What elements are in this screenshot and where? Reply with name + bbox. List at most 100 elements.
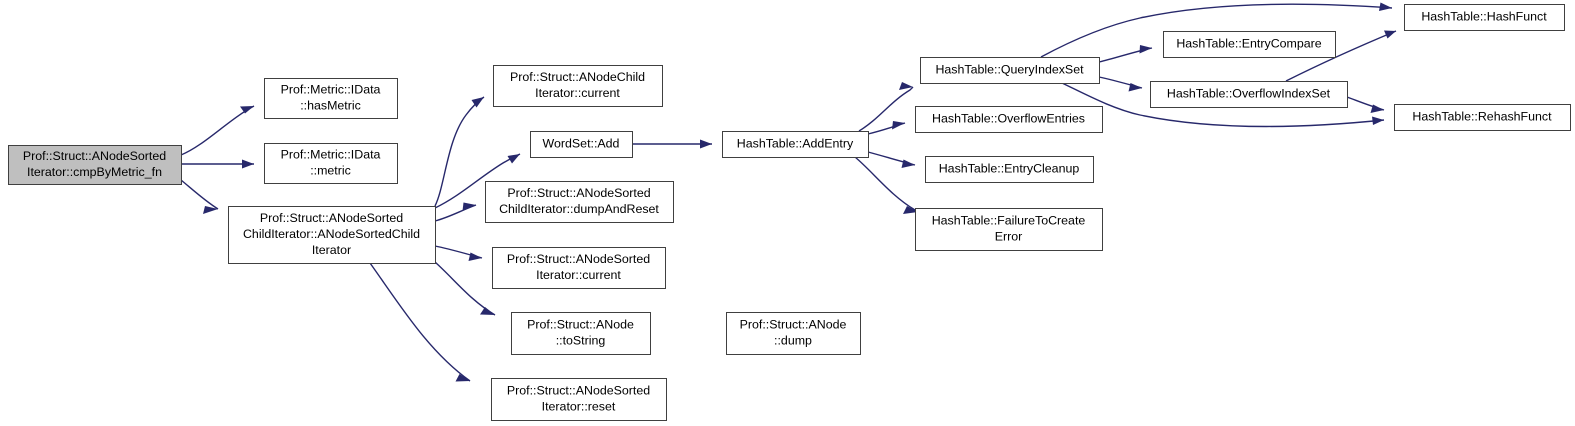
arrowhead-icon <box>455 374 470 382</box>
node-label-line: ChildIterator::dumpAndReset <box>499 202 659 216</box>
edge-QueryIndexSet-to-HashFunct <box>1040 3 1393 58</box>
node-label-line: ::toString <box>556 333 606 347</box>
arrowhead-icon <box>892 121 905 130</box>
edge-cmpByMetric_fn-to-hasMetric <box>180 105 255 156</box>
node-label-line: Prof::Struct::ANodeSorted <box>507 383 650 397</box>
arrowhead-icon <box>468 252 482 261</box>
node-box[interactable] <box>493 65 663 107</box>
node-label-line: HashTable::QueryIndexSet <box>935 62 1084 76</box>
node-box[interactable] <box>915 208 1103 251</box>
graph-node-OverflowIndexSet[interactable]: HashTable::OverflowIndexSet <box>1150 81 1348 108</box>
graph-node-ANodeSortedIterator_current[interactable]: Prof::Struct::ANodeSortedIterator::curre… <box>492 247 666 289</box>
node-label-line: Iterator::current <box>536 268 621 282</box>
node-label-line: Error <box>995 229 1023 243</box>
graph-node-dumpAndReset[interactable]: Prof::Struct::ANodeSortedChildIterator::… <box>485 181 674 223</box>
node-box[interactable] <box>530 131 633 158</box>
arrowhead-icon <box>471 97 484 108</box>
graph-node-ANodeChildIterator_current[interactable]: Prof::Struct::ANodeChildIterator::curren… <box>493 65 663 107</box>
edge-cmpByMetric_fn-to-ANodeSortedChildIterator <box>180 179 219 210</box>
node-label-line: HashTable::RehashFunct <box>1412 109 1552 123</box>
node-label-line: HashTable::FailureToCreate <box>932 213 1086 227</box>
arrowhead-icon <box>899 82 913 90</box>
graph-node-cmpByMetric_fn[interactable]: Prof::Struct::ANodeSortedIterator::cmpBy… <box>8 145 182 185</box>
node-label-line: HashTable::EntryCompare <box>1176 36 1321 50</box>
graph-node-AddEntry[interactable]: HashTable::AddEntry <box>722 131 869 158</box>
node-label-line: Iterator::reset <box>542 399 616 413</box>
node-label-line: HashTable::OverflowEntries <box>932 111 1085 125</box>
node-box[interactable] <box>264 78 398 119</box>
arrowhead-icon <box>901 159 915 168</box>
graph-node-HashFunct[interactable]: HashTable::HashFunct <box>1404 4 1565 31</box>
node-label-line: Iterator::cmpByMetric_fn <box>27 165 162 179</box>
nodes-layer: Prof::Struct::ANodeSortedIterator::cmpBy… <box>8 4 1571 421</box>
arrowhead-icon <box>1379 2 1392 11</box>
node-label-line: Prof::Struct::ANodeSorted <box>507 252 650 266</box>
node-box[interactable] <box>1150 81 1348 108</box>
graph-node-dump[interactable]: Prof::Struct::ANode::dump <box>726 312 861 355</box>
node-box[interactable] <box>228 206 436 264</box>
node-label-line: Prof::Struct::ANodeSorted <box>507 186 650 200</box>
node-box[interactable] <box>1394 104 1571 131</box>
graph-node-RehashFunct[interactable]: HashTable::RehashFunct <box>1394 104 1571 131</box>
graph-node-ANodeSortedChildIterator[interactable]: Prof::Struct::ANodeSortedChildIterator::… <box>228 206 436 264</box>
node-label-line: WordSet::Add <box>543 136 620 150</box>
graph-node-toString[interactable]: Prof::Struct::ANode::toString <box>511 312 651 355</box>
node-label-line: HashTable::AddEntry <box>737 136 854 150</box>
edge-QueryIndexSet-to-RehashFunct <box>1061 82 1385 128</box>
graph-node-hasMetric[interactable]: Prof::Metric::IData::hasMetric <box>264 78 398 119</box>
node-box[interactable] <box>722 131 869 158</box>
arrowhead-icon <box>1128 83 1142 92</box>
edges-layer <box>180 2 1397 382</box>
node-box[interactable] <box>8 145 182 185</box>
node-label-line: Prof::Struct::ANode <box>740 317 847 331</box>
node-box[interactable] <box>264 143 398 184</box>
graph-node-WordSet_Add[interactable]: WordSet::Add <box>530 131 633 158</box>
node-label-line: Prof::Metric::IData <box>281 147 381 161</box>
node-label-line: ::hasMetric <box>300 98 361 112</box>
node-label-line: HashTable::HashFunct <box>1421 9 1547 23</box>
node-label-line: Iterator::current <box>535 86 620 100</box>
node-label-line: HashTable::EntryCleanup <box>939 161 1080 175</box>
arrowhead-icon <box>480 307 495 315</box>
arrowhead-icon <box>240 106 254 114</box>
node-label-line: HashTable::OverflowIndexSet <box>1167 86 1331 100</box>
node-box[interactable] <box>511 312 651 355</box>
node-box[interactable] <box>1404 4 1565 31</box>
node-label-line: Prof::Metric::IData <box>281 82 381 96</box>
arrowhead-icon <box>507 154 520 164</box>
node-box[interactable] <box>1163 31 1336 58</box>
edge-AddEntry-to-QueryIndexSet <box>858 86 914 132</box>
node-label-line: Prof::Struct::ANode <box>527 317 634 331</box>
graph-node-EntryCleanup[interactable]: HashTable::EntryCleanup <box>925 156 1094 183</box>
node-box[interactable] <box>492 247 666 289</box>
node-label-line: Prof::Struct::ANodeSorted <box>23 149 166 163</box>
arrowhead-icon <box>203 206 218 214</box>
edge-ANodeSortedChildIterator-to-reset <box>369 262 471 382</box>
edge-ANodeSortedChildIterator-to-ANodeChildIterator_current <box>434 96 485 207</box>
node-label-line: ::dump <box>774 333 812 347</box>
node-box[interactable] <box>915 106 1103 133</box>
node-box[interactable] <box>491 378 667 421</box>
edge-ANodeSortedChildIterator-to-toString <box>434 261 496 316</box>
arrowhead-icon <box>1372 116 1384 125</box>
node-box[interactable] <box>920 57 1100 84</box>
graph-node-OverflowEntries[interactable]: HashTable::OverflowEntries <box>915 106 1103 133</box>
graph-node-QueryIndexSet[interactable]: HashTable::QueryIndexSet <box>920 57 1100 84</box>
node-label-line: ::metric <box>310 163 351 177</box>
node-box[interactable] <box>925 156 1094 183</box>
node-label-line: Prof::Struct::ANodeSorted <box>260 211 403 225</box>
arrowhead-icon <box>903 206 918 214</box>
arrowhead-icon <box>700 139 712 149</box>
arrowhead-icon <box>1370 104 1384 113</box>
node-box[interactable] <box>726 312 861 355</box>
arrowhead-icon <box>1139 45 1152 54</box>
edge-OverflowIndexSet-to-HashFunct <box>1285 30 1397 82</box>
node-label-line: ChildIterator::ANodeSortedChild <box>243 227 420 241</box>
node-label-line: Prof::Struct::ANodeChild <box>510 70 645 84</box>
graph-node-EntryCompare[interactable]: HashTable::EntryCompare <box>1163 31 1336 58</box>
node-box[interactable] <box>485 181 674 223</box>
graph-node-metric[interactable]: Prof::Metric::IData::metric <box>264 143 398 184</box>
